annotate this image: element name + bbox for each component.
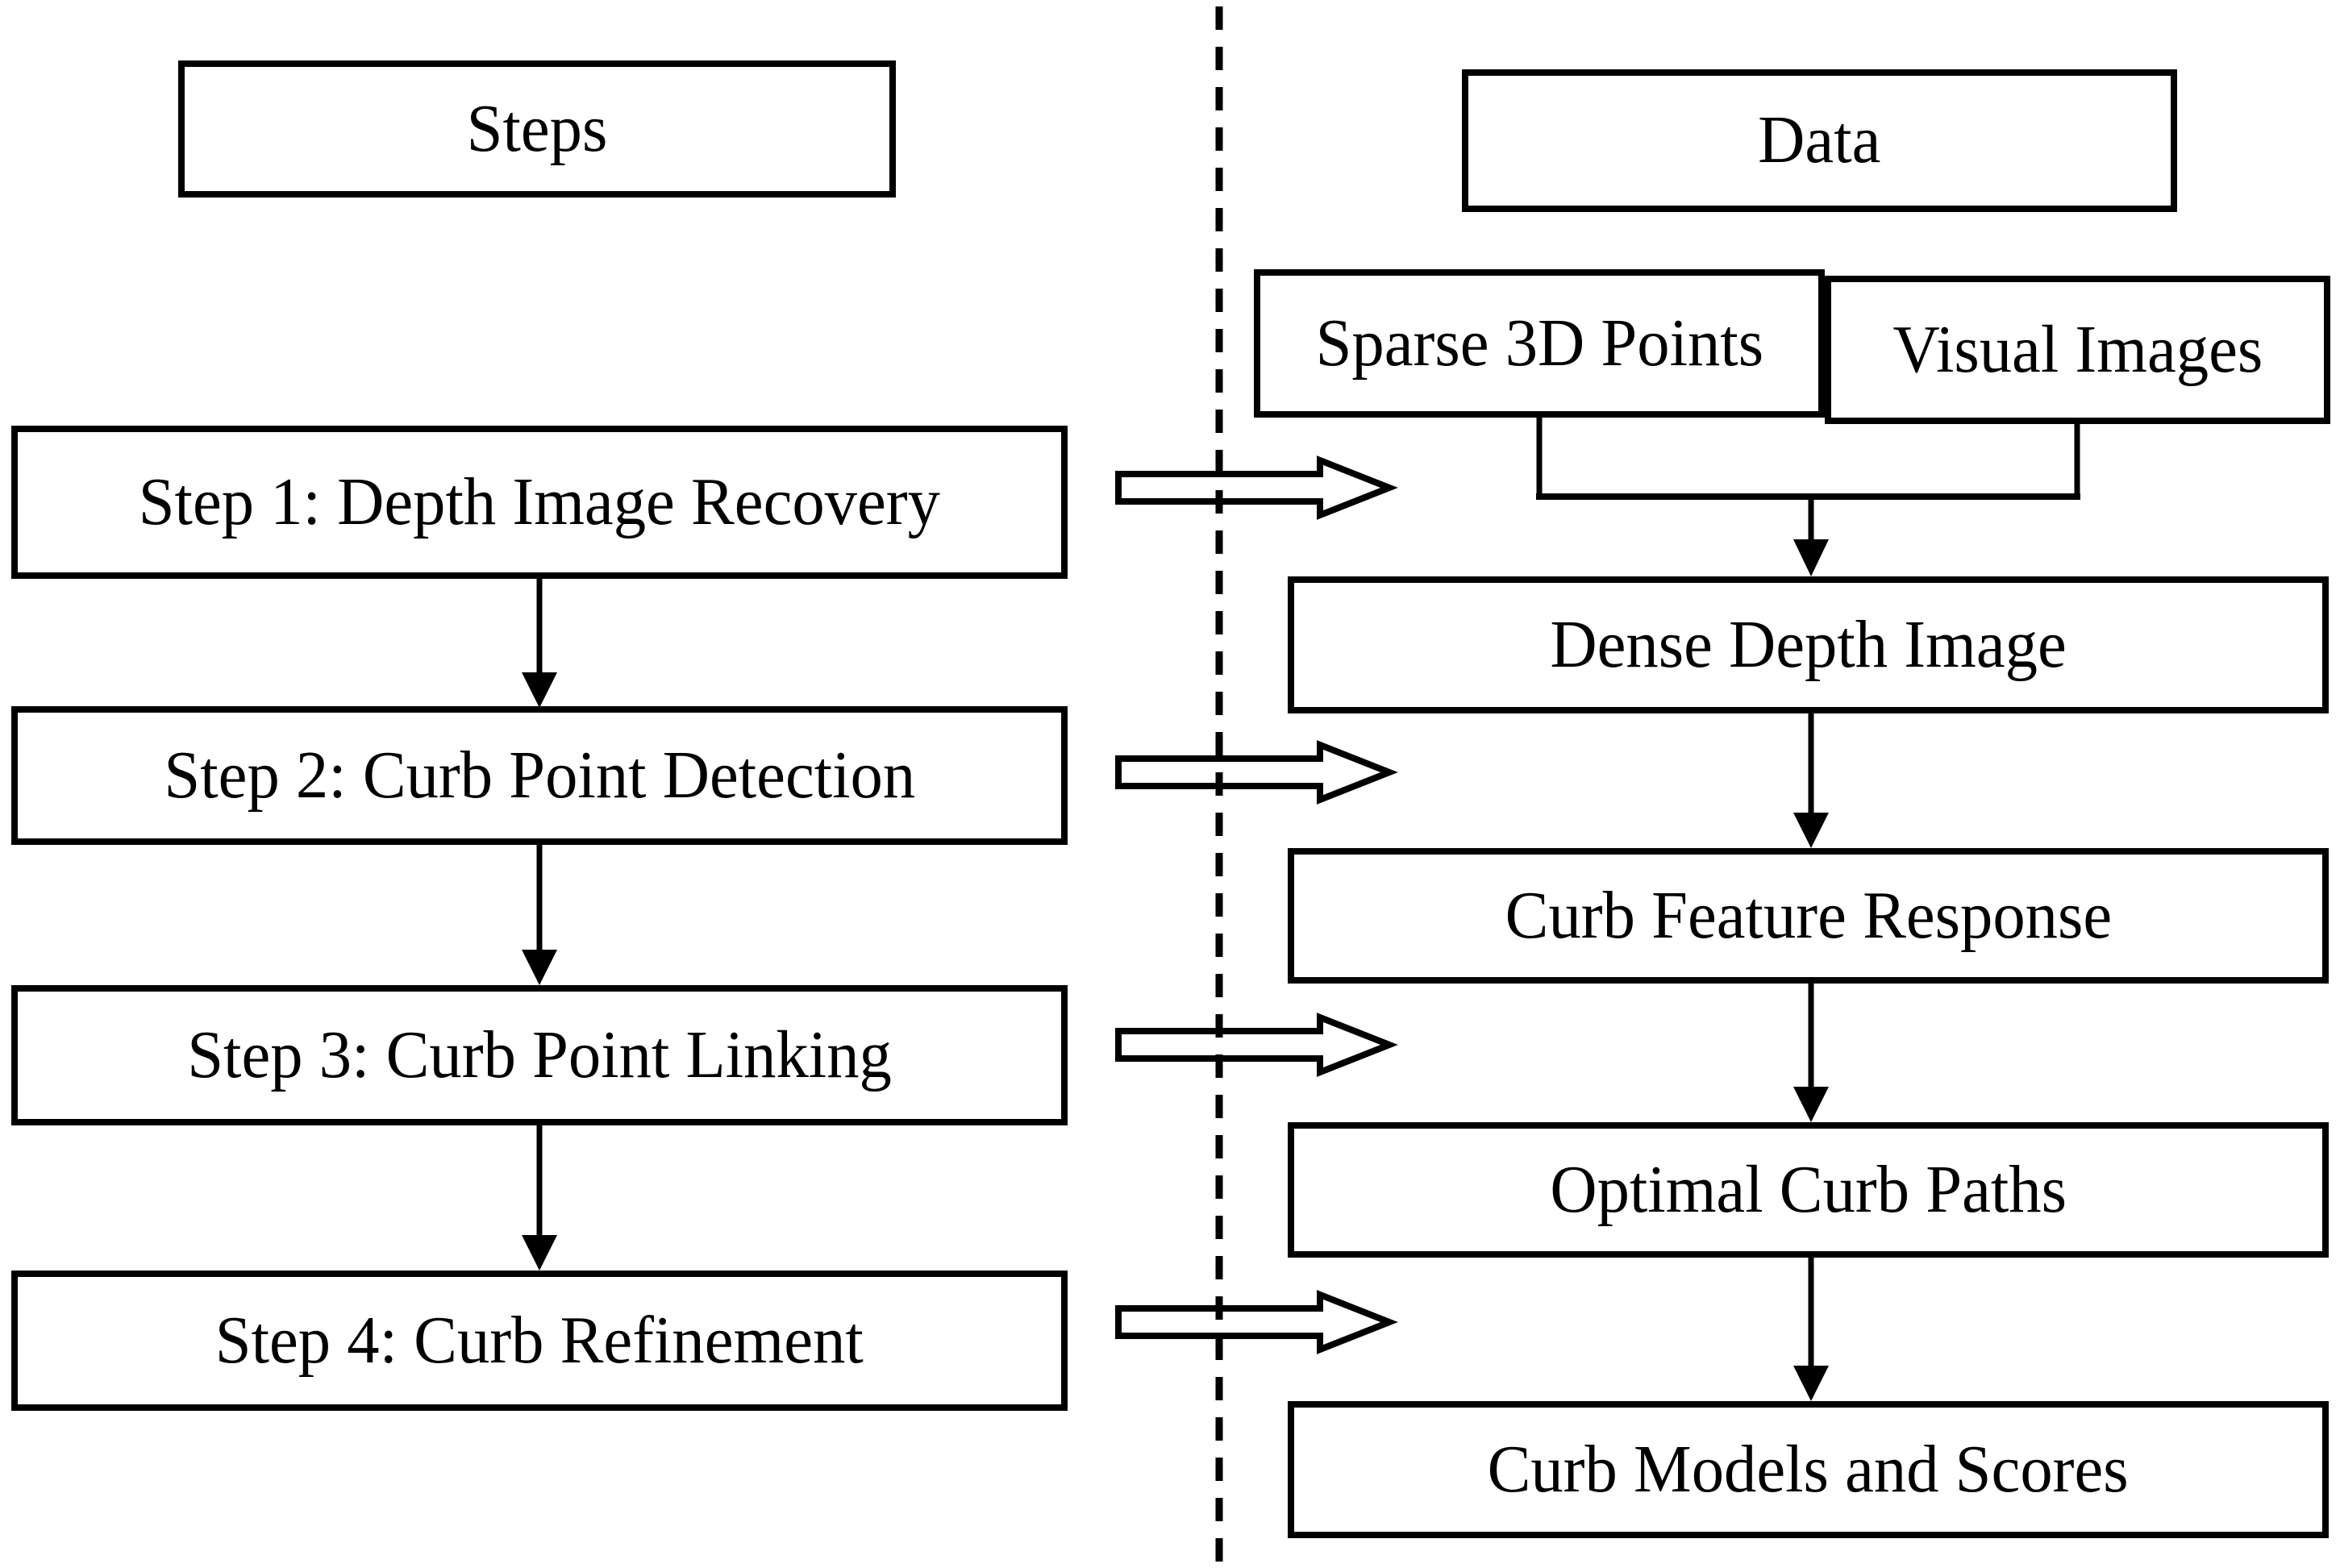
feature-to-paths-arrow [1793, 982, 1829, 1122]
visual-images-label: Visual Images [1892, 311, 2263, 387]
arrowhead-icon [1793, 1366, 1829, 1401]
steps-header-box: Steps [178, 60, 896, 198]
curb-models-and-scores-label: Curb Models and Scores [1487, 1431, 2130, 1507]
step2-to-step3-arrow [522, 843, 557, 985]
optimal-curb-paths-label: Optimal Curb Paths [1550, 1151, 2067, 1227]
step-4-label: Step 4: Curb Refinement [214, 1302, 864, 1378]
step3-to-step4-arrow [522, 1124, 557, 1271]
dense-depth-image-label: Dense Depth Image [1550, 606, 2067, 682]
dense-to-feature-arrow [1793, 712, 1829, 848]
sparse-3d-points-label: Sparse 3D Points [1315, 305, 1763, 381]
data-header-box: Data [1462, 69, 2177, 212]
curb-feature-response-label: Curb Feature Response [1505, 877, 2112, 953]
arrowhead-icon [1793, 813, 1829, 848]
arrowhead-icon [522, 950, 557, 985]
curb-feature-response-box: Curb Feature Response [1288, 848, 2329, 984]
steps-header-label: Steps [466, 90, 608, 166]
step4-output-block-arrow-icon [1115, 1290, 1398, 1354]
optimal-curb-paths-box: Optimal Curb Paths [1288, 1122, 2329, 1258]
data-header-label: Data [1758, 102, 1881, 178]
step3-output-block-arrow-icon [1115, 1013, 1398, 1077]
arrowhead-icon [522, 1235, 557, 1271]
step-3-label: Step 3: Curb Point Linking [187, 1017, 892, 1092]
step-4-box: Step 4: Curb Refinement [11, 1271, 1068, 1411]
curb-models-and-scores-box: Curb Models and Scores [1288, 1401, 2329, 1538]
merge-down-arrow [1793, 493, 1829, 576]
step-2-label: Step 2: Curb Point Detection [164, 737, 915, 813]
visual-images-box: Visual Images [1825, 276, 2330, 424]
arrowhead-icon [522, 672, 557, 708]
step-1-box: Step 1: Depth Image Recovery [11, 426, 1068, 579]
arrowhead-icon [1793, 1087, 1829, 1122]
sparse-3d-points-box: Sparse 3D Points [1254, 269, 1825, 418]
arrowhead-icon [1793, 539, 1829, 576]
step1-to-step2-arrow [522, 577, 557, 708]
step-3-box: Step 3: Curb Point Linking [11, 985, 1068, 1125]
step-1-label: Step 1: Depth Image Recovery [138, 464, 941, 539]
merge-connector [1536, 416, 2080, 500]
paths-to-models-arrow [1793, 1256, 1829, 1401]
step1-output-block-arrow-icon [1115, 455, 1398, 520]
dense-depth-image-box: Dense Depth Image [1288, 576, 2329, 713]
step-2-box: Step 2: Curb Point Detection [11, 706, 1068, 845]
step2-output-block-arrow-icon [1115, 740, 1398, 805]
